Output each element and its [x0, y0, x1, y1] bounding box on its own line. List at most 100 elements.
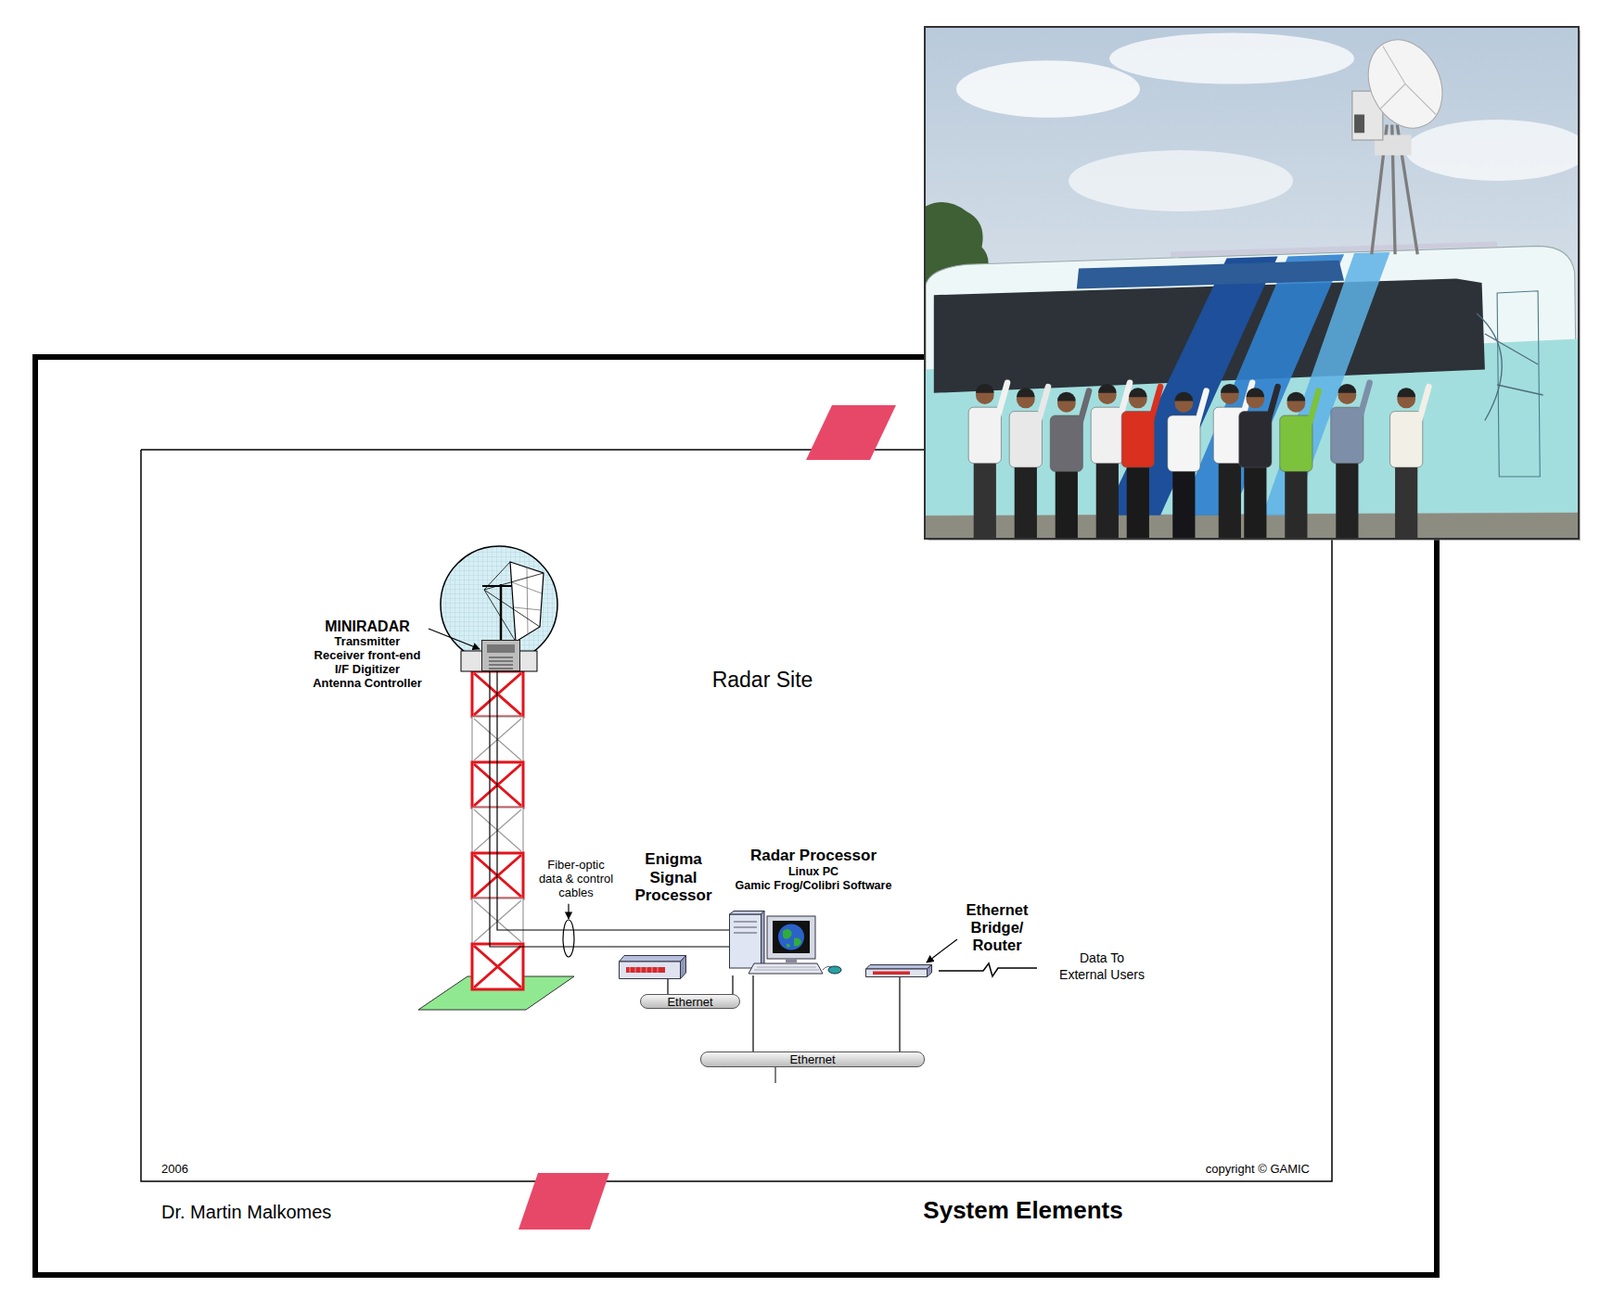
- radar-bus-photo-part: [956, 60, 1140, 118]
- label-holder: Dr. Martin Malkomes: [161, 1202, 332, 1224]
- person-part: [973, 456, 997, 538]
- ethernet-router: Ethernet Bridge/ Router: [865, 964, 933, 978]
- person: [1121, 386, 1161, 538]
- connector-line: [752, 975, 754, 1052]
- radar-bus-photo-part: [1405, 119, 1589, 181]
- radar-processor-pc-drawing-part: [782, 929, 802, 948]
- radar-processor-pc-drawing-part: [729, 911, 766, 916]
- person-part: [1174, 392, 1193, 402]
- slide-accent-part: [806, 405, 896, 461]
- person-part: [1245, 387, 1265, 397]
- photo-frame: [924, 26, 1589, 541]
- cable-line: [489, 671, 730, 948]
- radar-bus-photo-part: [1076, 260, 1344, 290]
- connector-group: [489, 671, 730, 948]
- person-part: [1395, 460, 1418, 538]
- group-of-people: [968, 383, 1429, 538]
- ethernet-router-drawing-part: [866, 969, 928, 978]
- person-part: [1172, 464, 1195, 538]
- person-part: [1243, 460, 1267, 538]
- person-part: [1337, 384, 1357, 394]
- radar-bus-photo-part: [1380, 46, 1437, 116]
- person: [968, 383, 1008, 538]
- signal-processor-drawing-part: [626, 967, 666, 973]
- person-part: [1096, 456, 1119, 538]
- person-part: [1218, 456, 1242, 538]
- radio-link: [938, 963, 1037, 977]
- slide-title: System Elements: [922, 1197, 1123, 1226]
- radar-unit: MINIRADARTransmitter Receiver front-end …: [481, 640, 521, 672]
- label-holder: copyright © GAMIC: [1205, 1163, 1310, 1178]
- bus-label: Ethernet: [666, 996, 713, 1009]
- person-part: [1151, 386, 1161, 420]
- person-part: [1016, 387, 1036, 397]
- signal-processor-drawing-part: [619, 961, 681, 980]
- slide-accent: [518, 405, 896, 1230]
- ethernet-router-drawing-part: [866, 965, 933, 971]
- radar-processor-pc: Radar ProcessorLinux PCGamic Frog/Colibr…: [729, 910, 843, 976]
- device-label-block: Radar ProcessorLinux PCGamic Frog/Colibr…: [735, 846, 893, 894]
- person-part: [1360, 383, 1370, 416]
- radome-part: [440, 546, 558, 664]
- connector-line: [666, 979, 668, 995]
- radar-unit-drawing: [481, 640, 521, 672]
- device-detail: Linux PC: [735, 865, 893, 880]
- person-part: [1284, 464, 1307, 538]
- person-part: [1038, 386, 1049, 420]
- radar-unit-drawing-part: [486, 644, 515, 653]
- slide-border-part: [140, 449, 1332, 1182]
- slide-accent-part: [518, 1173, 610, 1230]
- person-part: [1335, 456, 1358, 538]
- radar-processor-pc-drawing-part: [778, 924, 805, 951]
- connector-group: [753, 975, 755, 1052]
- label-holder: Radar Site: [712, 667, 814, 692]
- tower-segment: [472, 944, 524, 990]
- person-part: [1197, 391, 1207, 424]
- slide-label: 2006: [161, 1163, 189, 1178]
- person-part: [998, 383, 1008, 416]
- connector-group: [899, 977, 901, 1052]
- person-part: [1268, 386, 1279, 420]
- radome-part: [484, 562, 544, 642]
- person: [1280, 391, 1319, 538]
- bus-stub: [775, 1067, 777, 1084]
- device-detail: Transmitter Receiver front-end I/F Digit…: [310, 635, 424, 692]
- person-part: [1126, 460, 1150, 538]
- person-part: [1120, 383, 1130, 416]
- radar-processor-pc-drawing-part: [754, 967, 820, 971]
- slide-border-part: [140, 448, 928, 451]
- radar-bus-photo-part: [1354, 115, 1365, 134]
- tower-brace: [473, 946, 522, 988]
- leader-arrow: [428, 628, 480, 650]
- person-part: [1055, 464, 1078, 538]
- signal-processor-drawing-part: [629, 967, 658, 973]
- person-part: [1419, 386, 1429, 420]
- radar-bus-photo: [925, 27, 1589, 538]
- person-part: [1396, 387, 1416, 397]
- ethernet-bus: Ethernet: [700, 1051, 925, 1068]
- radar-bus-photo-part: [1476, 313, 1544, 422]
- outer-frame-part: [35, 357, 1437, 1276]
- person: [1331, 383, 1370, 538]
- person-part: [1220, 384, 1240, 394]
- title-holder: System Elements: [922, 1197, 1123, 1226]
- slide-border: [140, 449, 1332, 1182]
- signal-processor: Enigma Signal Processor: [618, 955, 687, 980]
- radome-part: [499, 584, 503, 642]
- radar-bus-photo-part: [1109, 33, 1355, 85]
- device-heading: Ethernet Bridge/ Router: [960, 901, 1035, 955]
- radar-bus-photo-part: [1497, 291, 1540, 477]
- device-label-block: Ethernet Bridge/ Router: [960, 901, 1035, 955]
- connector-line: [731, 975, 733, 995]
- person-part: [1286, 392, 1306, 402]
- ethernet-bus: Ethernet: [640, 994, 741, 1010]
- device-heading: Enigma Signal Processor: [631, 850, 716, 906]
- radar-bus-photo-part: [1354, 27, 1457, 141]
- ethernet-router-drawing-part: [927, 965, 933, 978]
- slide-label: Fiber-optic data & control cables: [537, 858, 616, 901]
- radar-processor-pc-drawing-part: [748, 963, 823, 974]
- person-part: [975, 384, 995, 394]
- person: [1009, 386, 1049, 538]
